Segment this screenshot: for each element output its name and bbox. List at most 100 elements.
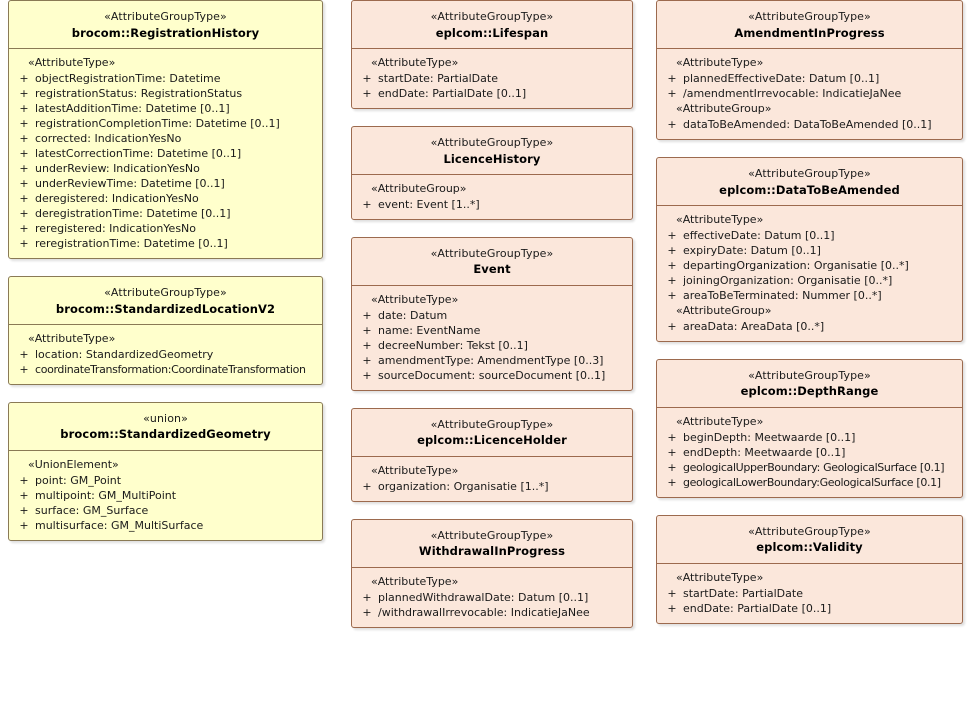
uml-class-stereotype: «AttributeGroupType» xyxy=(748,368,871,382)
uml-attribute-row[interactable]: +event: Event [1..*] xyxy=(356,197,628,212)
uml-class-name: Event xyxy=(473,262,511,277)
uml-attribute-row[interactable]: +surface: GM_Surface xyxy=(13,503,318,518)
uml-attribute-row[interactable]: +plannedEffectiveDate: Datum [0..1] xyxy=(661,71,958,86)
uml-attribute-row[interactable]: +areaData: AreaData [0..*] xyxy=(661,319,958,334)
uml-attribute-row[interactable]: +effectiveDate: Datum [0..1] xyxy=(661,228,958,243)
uml-attribute-row[interactable]: +date: Datum xyxy=(356,308,628,323)
uml-attribute-row[interactable]: + beginDepth: Meetwaarde [0..1] xyxy=(661,430,958,445)
uml-attribute-row[interactable]: +endDate: PartialDate [0..1] xyxy=(661,601,958,616)
uml-attribute-row[interactable]: +areaToBeTerminated: Nummer [0..*] xyxy=(661,288,958,303)
uml-class-header: «AttributeGroupType»AmendmentInProgress xyxy=(657,1,962,49)
uml-attribute-row[interactable]: +dataToBeAmended: DataToBeAmended [0..1] xyxy=(661,117,958,132)
uml-attribute-row[interactable]: +corrected: IndicationYesNo xyxy=(13,131,318,146)
uml-attribute-row[interactable]: +coordinateTransformation:CoordinateTran… xyxy=(13,362,318,377)
uml-attribute-row[interactable]: +location: StandardizedGeometry xyxy=(13,347,318,362)
uml-attribute-row[interactable]: +registrationCompletionTime: Datetime [0… xyxy=(13,116,318,131)
uml-class-header: «AttributeGroupType»WithdrawalInProgress xyxy=(352,520,632,568)
uml-class-stereotype: «AttributeGroupType» xyxy=(430,135,554,149)
uml-attribute-text: endDate: PartialDate [0..1] xyxy=(683,601,832,615)
uml-attribute-text: deregistered: IndicationYesNo xyxy=(35,191,199,205)
uml-class-brocom-registrationhistory[interactable]: «AttributeGroupType»brocom::Registration… xyxy=(8,0,323,259)
uml-attribute-row[interactable]: +endDepth: Meetwaarde [0..1] xyxy=(661,445,958,460)
uml-class-eplcom-licenceholder[interactable]: «AttributeGroupType»eplcom::LicenceHolde… xyxy=(351,407,633,502)
uml-attribute-row[interactable]: +geologicalUpperBoundary: GeologicalSurf… xyxy=(661,460,958,475)
uml-section-label: «AttributeType» xyxy=(676,570,764,584)
uml-attribute-row[interactable]: +expiryDate: Datum [0..1] xyxy=(661,243,958,258)
uml-attribute-row[interactable]: +reregistrationTime: Datetime [0..1] xyxy=(13,236,318,251)
uml-class-header: «AttributeGroupType»brocom::Standardized… xyxy=(9,277,322,325)
uml-class-body: «AttributeType»+effectiveDate: Datum [0.… xyxy=(657,206,962,341)
uml-attribute-text: reregistered: IndicationYesNo xyxy=(35,221,197,235)
uml-attribute-text: registrationStatus: RegistrationStatus xyxy=(35,86,243,100)
uml-class-eplcom-depthrange[interactable]: «AttributeGroupType»eplcom::DepthRange«A… xyxy=(656,358,963,498)
uml-attribute-row[interactable]: +objectRegistrationTime: Datetime xyxy=(13,71,318,86)
uml-class-event[interactable]: «AttributeGroupType» Event «AttributeType»… xyxy=(351,236,633,391)
uml-class-amendmentinprogress[interactable]: «AttributeGroupType»AmendmentInProgress«… xyxy=(656,0,963,140)
uml-class-stereotype: «union» xyxy=(143,411,188,425)
uml-attribute-row[interactable]: +organization: Organisatie [1..*] xyxy=(356,479,628,494)
uml-class-header: «AttributeGroupType»eplcom::DataToBeAmen… xyxy=(657,158,962,206)
uml-attribute-row[interactable]: +latestAdditionTime: Datetime [0..1] xyxy=(13,101,318,116)
uml-attribute-row[interactable]: + deregistered: IndicationYesNo xyxy=(13,191,318,206)
uml-class-name: brocom::StandardizedGeometry xyxy=(60,427,271,442)
uml-attribute-text: latestCorrectionTime: Datetime [0..1] xyxy=(35,146,242,160)
uml-class-header: «AttributeGroupType»eplcom::DepthRange xyxy=(657,360,962,408)
uml-attribute-row[interactable]: +registrationStatus: RegistrationStatus xyxy=(13,86,318,101)
uml-class-body: «AttributeType» +startDate: PartialDate+e… xyxy=(657,564,962,623)
uml-class-eplcom-datatobeamended[interactable]: «AttributeGroupType»eplcom::DataToBeAmen… xyxy=(656,156,963,342)
uml-attribute-text: endDate: PartialDate [0..1] xyxy=(378,86,527,100)
uml-class-name: WithdrawalInProgress xyxy=(418,544,566,559)
uml-attribute-visibility: + xyxy=(667,460,677,474)
uml-attribute-visibility: + xyxy=(667,86,677,100)
uml-attribute-visibility: + xyxy=(362,197,372,211)
uml-class-stereotype: «AttributeGroupType» xyxy=(104,10,227,23)
uml-attribute-row[interactable]: +/withdrawalIrrevocable: IndicatieJaNee xyxy=(356,605,628,620)
uml-attribute-visibility: + xyxy=(19,191,29,205)
uml-attribute-visibility: + xyxy=(19,236,29,250)
uml-class-brocom-standardizedgeometry[interactable]: «union»brocom::StandardizedGeometry«Unio… xyxy=(8,401,323,541)
uml-class-body: «AttributeType»+organization: Organisati… xyxy=(352,457,632,501)
uml-attribute-row[interactable]: +endDate: PartialDate [0..1] xyxy=(356,86,628,101)
uml-attribute-row[interactable]: +multipoint: GM_MultiPoint xyxy=(13,488,318,503)
uml-attribute-row[interactable]: +joiningOrganization: Organisatie [0..*] xyxy=(661,273,958,288)
uml-attribute-row[interactable]: +startDate: PartialDate xyxy=(356,71,628,86)
uml-attribute-row[interactable]: +plannedWithdrawalDate: Datum [0..1] xyxy=(356,590,628,605)
uml-attribute-text: underReview: IndicationYesNo xyxy=(35,161,200,175)
uml-attribute-row[interactable]: +underReview: IndicationYesNo xyxy=(13,161,318,176)
uml-attribute-row[interactable]: +geologicalLowerBoundary:GeologicalSurfa… xyxy=(661,475,958,490)
uml-class-name: LicenceHistory xyxy=(443,151,541,166)
uml-class-header: «AttributeGroupType»eplcom::LicenceHolde… xyxy=(352,409,632,457)
uml-attribute-row[interactable]: +point: GM_Point xyxy=(13,473,318,488)
uml-attribute-row[interactable]: +reregistered: IndicationYesNo xyxy=(13,221,318,236)
uml-attribute-row[interactable]: +sourceDocument: sourceDocument [0..1] xyxy=(356,368,628,383)
uml-attribute-row[interactable]: +/amendmentIrrevocable: IndicatieJaNee xyxy=(661,86,958,101)
uml-attribute-row[interactable]: +amendmentType: AmendmentType [0..3] xyxy=(356,353,628,368)
uml-attribute-row[interactable]: +decreeNumber: Tekst [0..1] xyxy=(356,338,628,353)
uml-class-body: «AttributeType»+plannedEffectiveDate: Da… xyxy=(657,49,962,139)
uml-class-withdrawalinprogress[interactable]: «AttributeGroupType»WithdrawalInProgress… xyxy=(351,518,633,628)
uml-attribute-row[interactable]: +startDate: PartialDate xyxy=(661,586,958,601)
uml-class-stereotype: «AttributeGroupType» xyxy=(430,246,554,260)
uml-attribute-visibility: + xyxy=(667,243,677,257)
uml-attribute-row[interactable]: +latestCorrectionTime: Datetime [0..1] xyxy=(13,146,318,161)
uml-attribute-visibility: + xyxy=(667,430,677,444)
uml-attribute-text: beginDepth: Meetwaarde [0..1] xyxy=(683,430,856,444)
uml-class-body: «AttributeGroup»+event: Event [1..*] xyxy=(352,175,632,219)
uml-class-brocom-standardizedlocationv2[interactable]: «AttributeGroupType»brocom::Standardized… xyxy=(8,275,323,385)
uml-attribute-row[interactable]: +deregistrationTime: Datetime [0..1] xyxy=(13,206,318,221)
uml-class-eplcom-validity[interactable]: «AttributeGroupType»eplcom::Validity«Att… xyxy=(656,514,963,624)
uml-attribute-row[interactable]: +multisurface: GM_MultiSurface xyxy=(13,518,318,533)
uml-attribute-row[interactable]: +departingOrganization: Organisatie [0..… xyxy=(661,258,958,273)
uml-class-eplcom-lifespan[interactable]: «AttributeGroupType»eplcom::Lifespan«Att… xyxy=(351,0,633,109)
uml-attribute-text: geologicalLowerBoundary:GeologicalSurfac… xyxy=(683,475,941,489)
uml-class-body: «AttributeType»+date: Datum+name: EventN… xyxy=(352,286,632,390)
uml-class-licencehistory[interactable]: «AttributeGroupType» LicenceHistory «Attri… xyxy=(351,125,633,220)
uml-attribute-visibility: + xyxy=(667,71,677,85)
uml-section-label: «UnionElement» xyxy=(28,457,119,471)
uml-attribute-text: areaData: AreaData [0..*] xyxy=(683,319,825,333)
uml-attribute-row[interactable]: +name: EventName xyxy=(356,323,628,338)
uml-attribute-row[interactable]: +underReviewTime: Datetime [0..1] xyxy=(13,176,318,191)
uml-section-label: «AttributeGroup» xyxy=(676,303,772,317)
uml-section-label: «AttributeType» xyxy=(371,55,459,69)
uml-attribute-text: coordinateTransformation:CoordinateTrans… xyxy=(35,362,306,376)
